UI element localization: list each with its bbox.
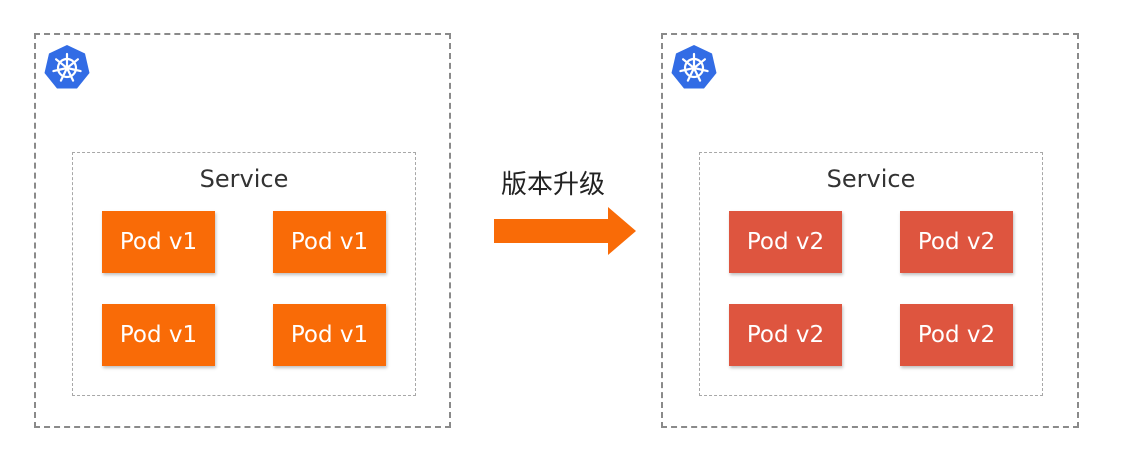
upgrade-label: 版本升级 (500, 170, 605, 200)
pod-v2: Pod v2 (900, 304, 1013, 366)
pod-v1: Pod v1 (102, 211, 215, 273)
kubernetes-logo-icon (671, 45, 717, 89)
service-box-v2: Service Pod v2 Pod v2 Pod v2 Pod v2 (699, 152, 1043, 396)
service-label: Service (826, 165, 916, 193)
pod-v2: Pod v2 (729, 304, 842, 366)
kubernetes-logo-icon (44, 45, 90, 89)
service-label: Service (199, 165, 289, 193)
pod-v1: Pod v1 (273, 211, 386, 273)
cluster-after-upgrade: Service Pod v2 Pod v2 Pod v2 Pod v2 (661, 33, 1079, 428)
pod-v2: Pod v2 (900, 211, 1013, 273)
right-arrow-icon (494, 207, 636, 255)
pod-v1: Pod v1 (273, 304, 386, 366)
pod-v2: Pod v2 (729, 211, 842, 273)
pod-v1: Pod v1 (102, 304, 215, 366)
service-box-v1: Service Pod v1 Pod v1 Pod v1 Pod v1 (72, 152, 416, 396)
cluster-before-upgrade: Service Pod v1 Pod v1 Pod v1 Pod v1 (34, 33, 451, 428)
